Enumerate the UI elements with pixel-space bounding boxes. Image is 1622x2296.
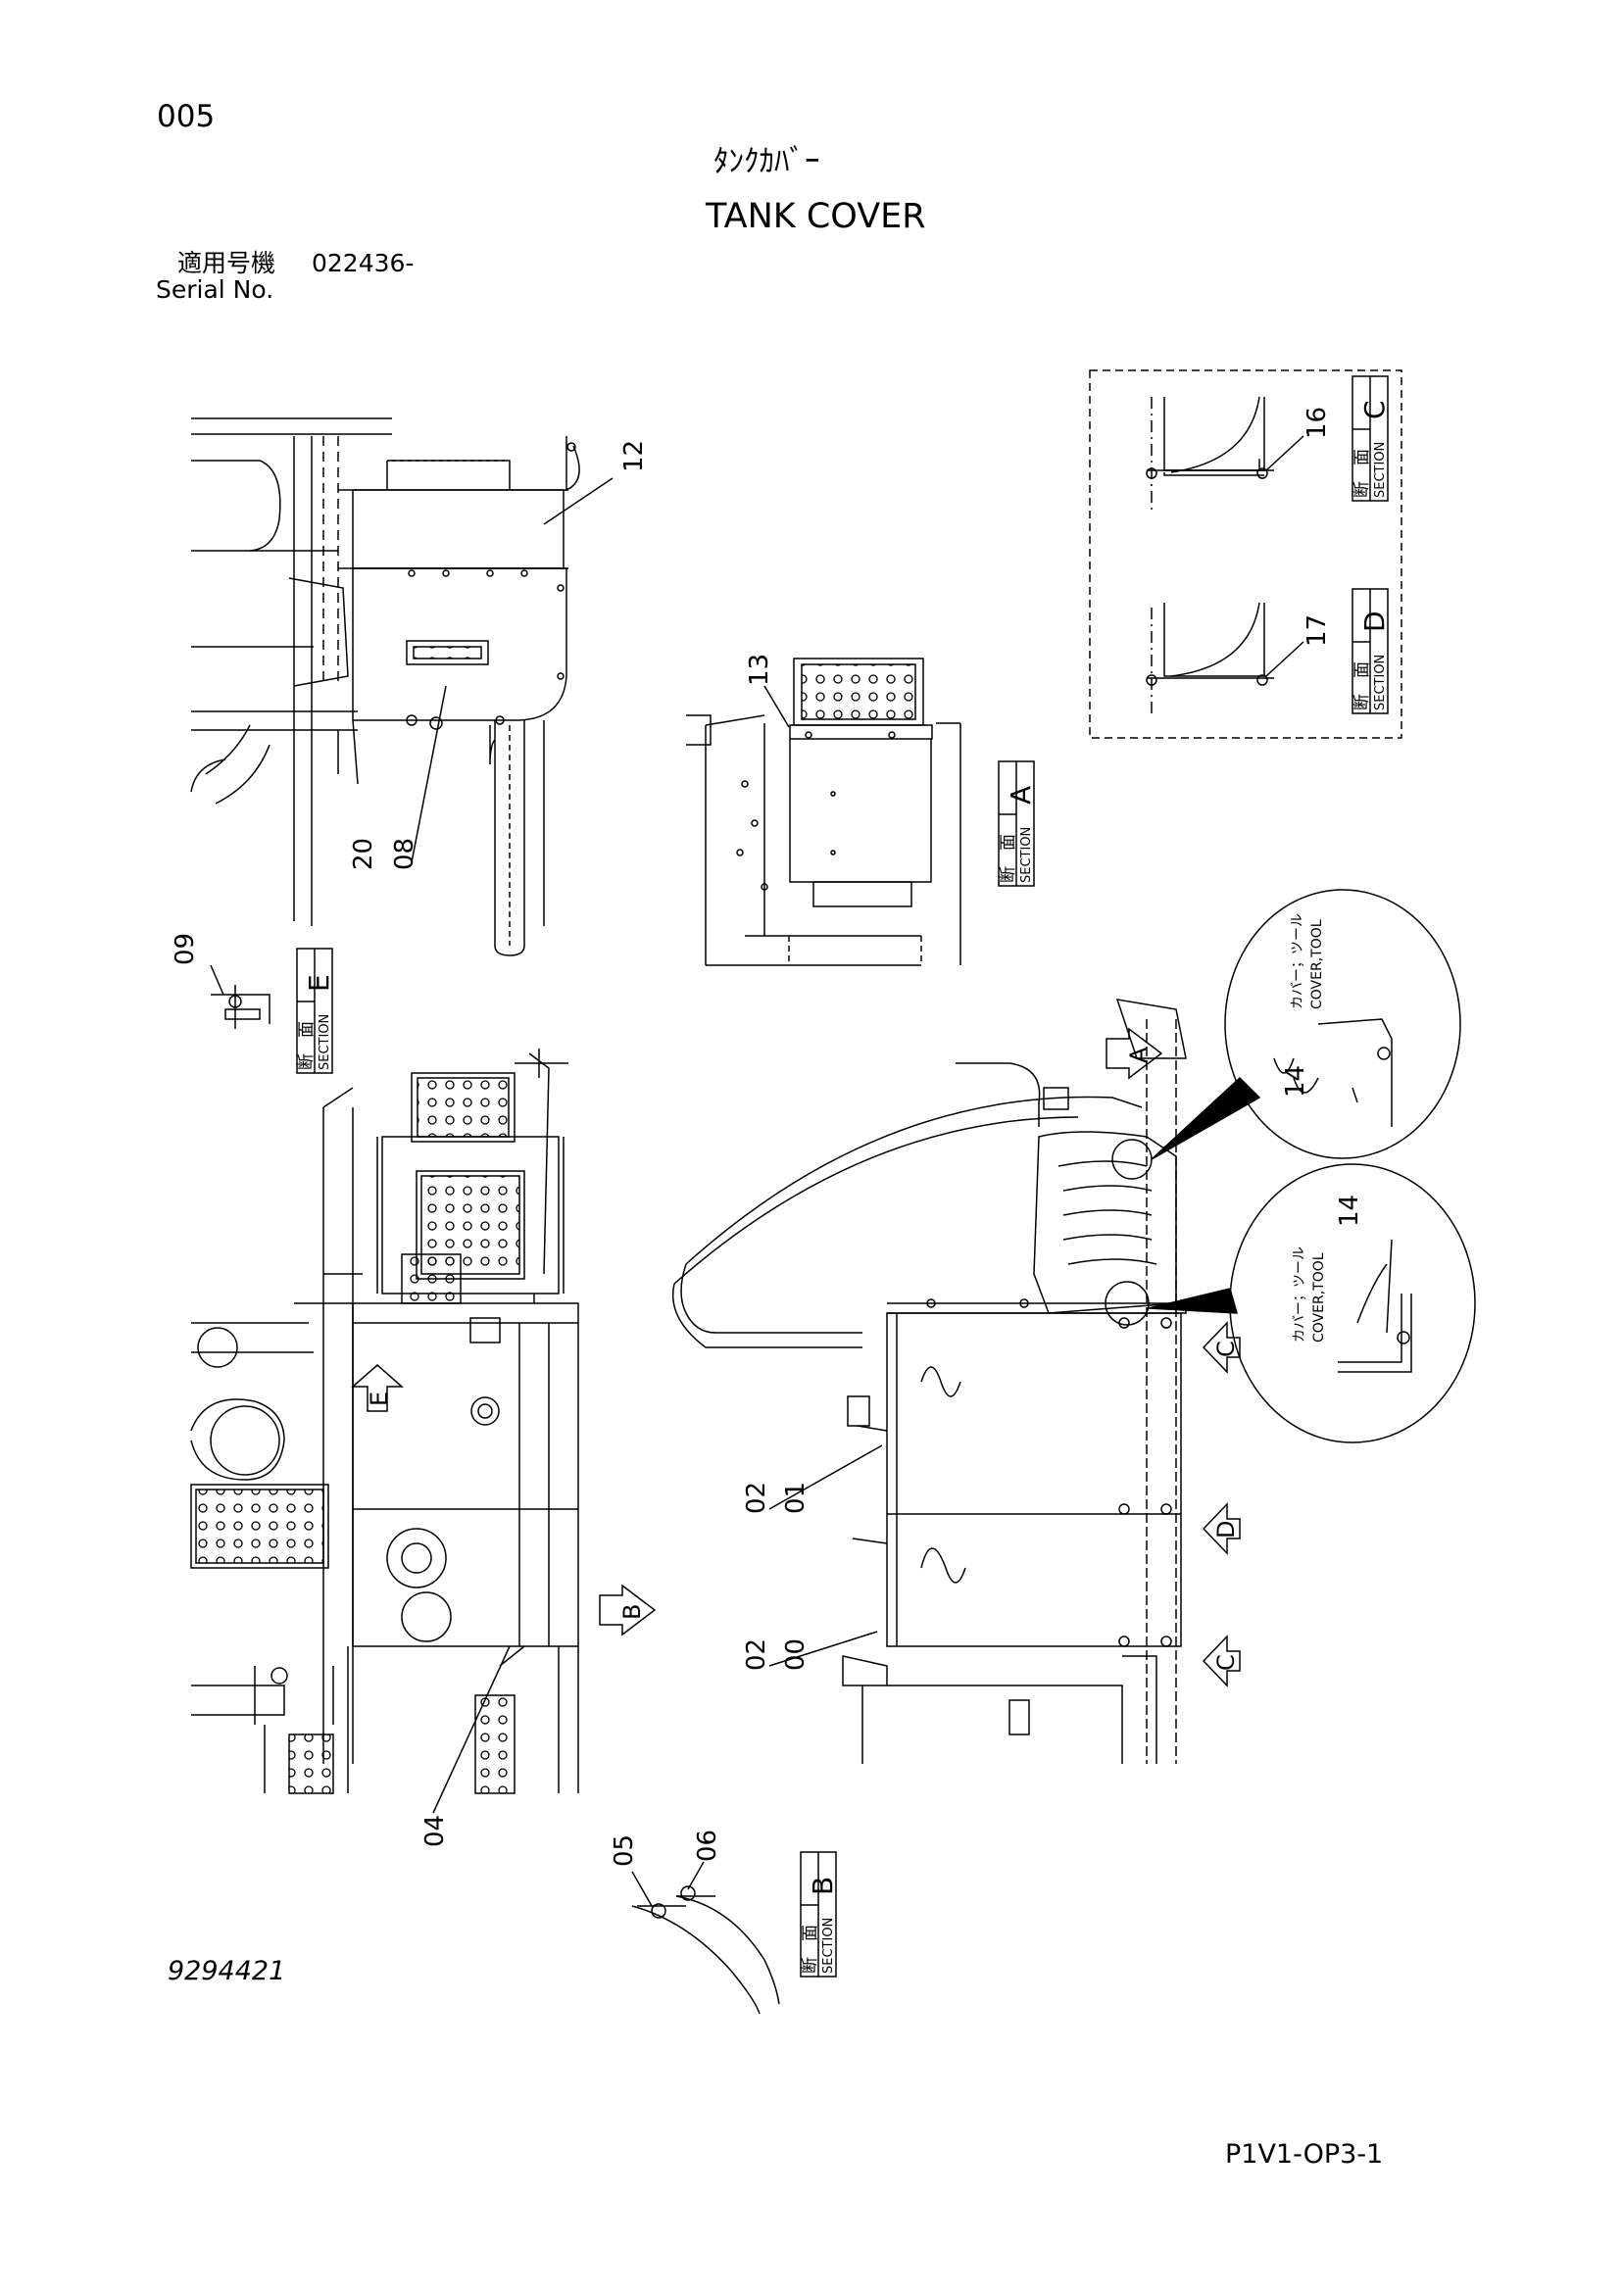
detail-labels: カバー；ツール COVER,TOOL カバー；ツール COVER,TOOL <box>1290 913 1327 1343</box>
section-a-word: SECTION <box>1019 827 1034 883</box>
callout-20: 20 <box>349 838 378 870</box>
detail1-label-jp: カバー；ツール <box>1290 913 1305 1009</box>
callout-05: 05 <box>610 1834 639 1867</box>
section-c-letter: C <box>1358 400 1391 419</box>
section-b-view <box>631 1861 780 2015</box>
section-label-texts: 断 面 SECTION C 断 面 SECTION D 断 面 SECTION … <box>297 400 1391 1974</box>
top-left-view <box>190 417 580 956</box>
serial-label-japanese: 適用号機 <box>177 249 276 277</box>
section-c-word: SECTION <box>1373 442 1388 498</box>
drawing-number: 9294421 <box>168 1956 286 1986</box>
page-number: 005 <box>157 99 216 134</box>
section-d-jp1: 断 <box>1352 694 1372 710</box>
right-main-view <box>671 889 1476 1764</box>
section-e-jp1: 断 <box>297 1053 317 1070</box>
section-d-jp2: 面 <box>1352 661 1372 678</box>
section-b-jp2: 面 <box>801 1925 820 1941</box>
section-b-jp1: 断 <box>801 1957 820 1974</box>
callout-14a: 14 <box>1281 1065 1310 1098</box>
section-e-view <box>210 964 270 1029</box>
section-d-letter: D <box>1358 611 1391 632</box>
arrow-a-letter: A <box>1125 1047 1153 1063</box>
arrow-d-letter: D <box>1212 1521 1240 1539</box>
detail2-label-jp: カバー；ツール <box>1292 1246 1307 1343</box>
callout-00: 00 <box>781 1638 811 1671</box>
section-b-letter: B <box>807 1877 839 1895</box>
callout-12: 12 <box>619 440 649 472</box>
arrow-c2-letter: C <box>1212 1654 1240 1671</box>
callout-16: 16 <box>1303 407 1332 439</box>
page-code: P1V1-OP3-1 <box>1225 2139 1384 2170</box>
section-label-boxes <box>296 375 1389 1978</box>
section-a-jp1: 断 <box>999 866 1018 883</box>
callout-01: 01 <box>781 1482 811 1514</box>
section-d-word: SECTION <box>1373 655 1388 710</box>
section-a-letter: A <box>1005 786 1037 805</box>
callout-14b: 14 <box>1335 1195 1364 1227</box>
serial-value: 022436- <box>312 249 415 277</box>
section-cd-box <box>1089 369 1402 739</box>
callout-02b: 02 <box>742 1638 771 1671</box>
arrow-c1-letter: C <box>1212 1341 1240 1357</box>
detail1-label-en: COVER,TOOL <box>1309 919 1325 1009</box>
section-e-word: SECTION <box>318 1014 332 1070</box>
section-c-jp2: 面 <box>1352 449 1372 465</box>
section-e-letter: E <box>303 974 335 992</box>
section-e-jp2: 面 <box>297 1021 317 1038</box>
detail2-label-en: COVER,TOOL <box>1311 1252 1327 1343</box>
leader-lines <box>411 477 614 863</box>
callout-09: 09 <box>171 933 200 965</box>
callout-06: 06 <box>693 1830 722 1862</box>
bottom-left-view <box>190 1049 579 1814</box>
callout-04: 04 <box>420 1815 450 1847</box>
arrow-b-letter: B <box>618 1604 646 1620</box>
callout-02a: 02 <box>742 1482 771 1514</box>
view-arrows <box>351 1027 1241 1687</box>
callout-17: 17 <box>1303 614 1332 647</box>
title-english: TANK COVER <box>706 197 926 236</box>
callout-08: 08 <box>390 838 419 870</box>
section-a-view <box>686 658 961 966</box>
title-japanese: ﾀﾝｸｶﾊﾞｰ <box>713 144 820 179</box>
arrow-letters: A B C D C E <box>366 1047 1240 1671</box>
callout-13: 13 <box>745 654 774 686</box>
arrow-e-letter: E <box>366 1392 393 1406</box>
section-c-jp1: 断 <box>1352 481 1372 498</box>
section-b-word: SECTION <box>821 1918 836 1974</box>
section-a-jp2: 面 <box>999 834 1018 851</box>
callout-numbers: 12 13 16 17 20 08 09 14 14 02 01 02 00 0… <box>171 407 1364 1867</box>
serial-label-english: Serial No. <box>156 275 274 304</box>
